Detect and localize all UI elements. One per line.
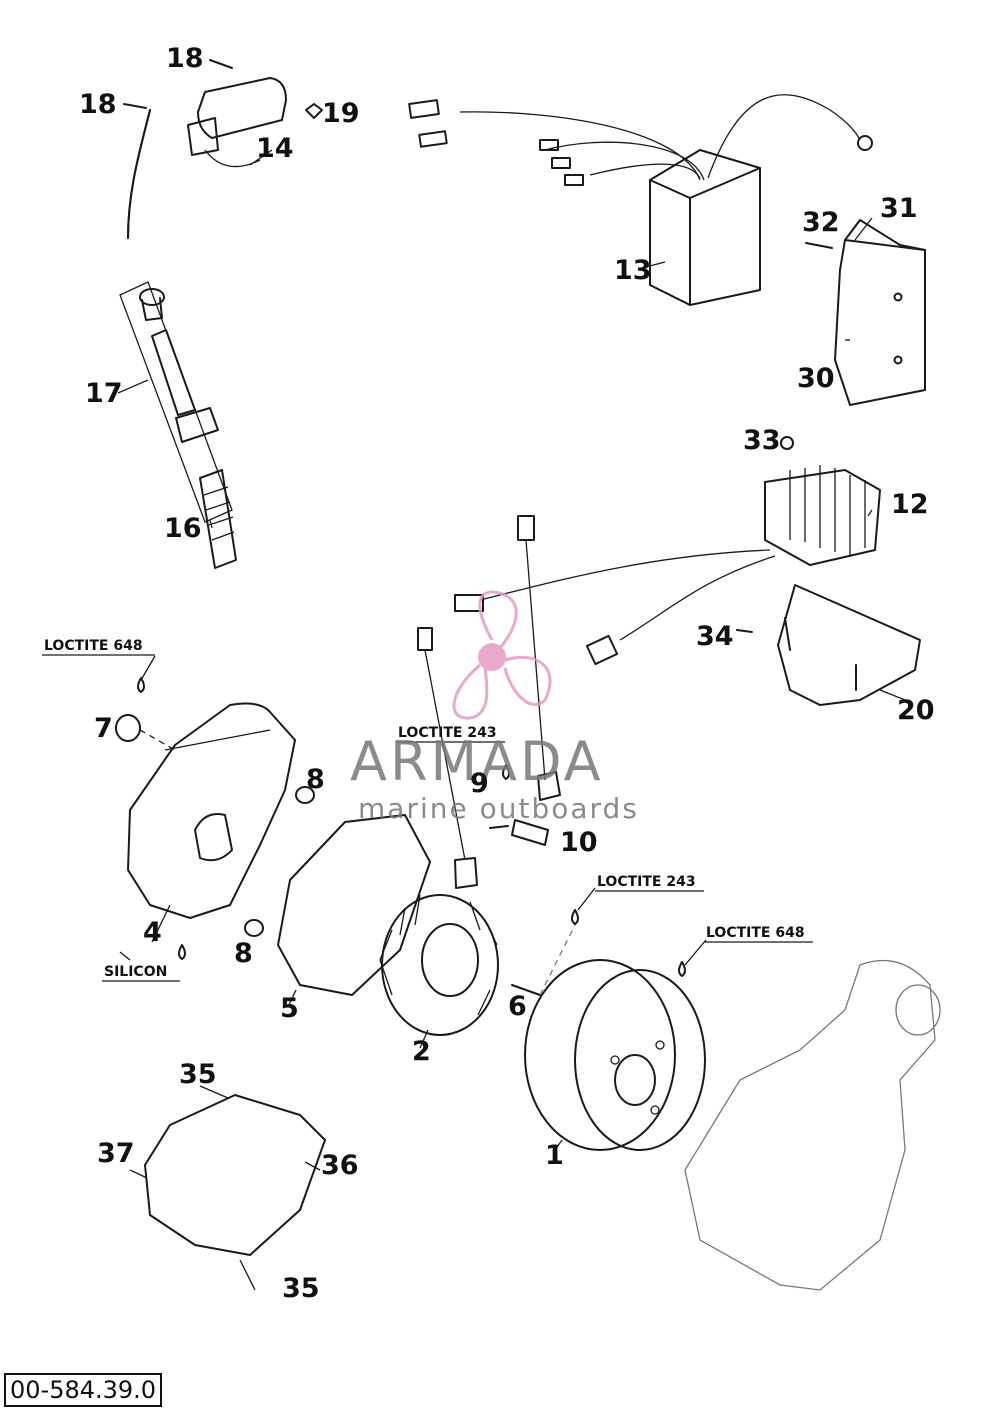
- note-loctite243-right: LOCTITE 243: [597, 874, 696, 890]
- note-silicon: SILICON: [104, 964, 167, 980]
- cdi-bracket-part: [805, 219, 926, 406]
- callout-32: 32: [802, 207, 840, 238]
- drop-icon: [502, 764, 510, 780]
- document-number: 00-584.39.0: [4, 1373, 163, 1407]
- callout-35: 35: [282, 1273, 320, 1304]
- crankcase-gasket-part: [144, 1094, 326, 1256]
- callout-2: 2: [412, 1036, 431, 1067]
- callout-18: 18: [79, 89, 117, 120]
- callout-1: 1: [545, 1140, 564, 1171]
- flywheel-part: [511, 924, 706, 1151]
- callout-34: 34: [696, 621, 734, 652]
- callout-36: 36: [321, 1150, 359, 1181]
- callout-5: 5: [280, 993, 299, 1024]
- callout-13: 13: [614, 255, 652, 286]
- callout-6: 6: [508, 991, 527, 1022]
- callout-20: 20: [897, 695, 935, 726]
- callout-8: 8: [306, 764, 325, 795]
- drop-icon: [678, 961, 686, 977]
- ignition-coil-part: [123, 59, 323, 239]
- callout-8: 8: [234, 938, 253, 969]
- drop-icon: [571, 909, 579, 925]
- assembly-notes: LOCTITE 648 LOCTITE 243 LOCTITE 243 LOCT…: [42, 638, 813, 982]
- callout-33: 33: [743, 425, 781, 456]
- leader-lines: [117, 149, 906, 1291]
- note-loctite648-right: LOCTITE 648: [706, 925, 805, 941]
- note-loctite243-mid: LOCTITE 243: [398, 725, 497, 741]
- callout-37: 37: [97, 1138, 135, 1169]
- callout-7: 7: [94, 713, 113, 744]
- callouts: 18 18 19 14 13 32 31 30 17 16 33 12 34 2…: [79, 43, 935, 1304]
- drop-icon: [137, 677, 145, 693]
- watermark-brand: ARMADA: [350, 730, 604, 793]
- callout-4: 4: [143, 917, 162, 948]
- armada-watermark: ARMADA marine outboards: [350, 590, 639, 825]
- voltage-regulator-part: [454, 436, 921, 706]
- stator-part: [379, 894, 499, 1036]
- ignition-cover-part: [115, 702, 315, 937]
- spark-plug-cap-part: [119, 281, 237, 569]
- drop-icon: [178, 944, 186, 960]
- callout-10: 10: [560, 827, 598, 858]
- note-loctite648-top: LOCTITE 648: [44, 638, 143, 654]
- callout-12: 12: [891, 489, 929, 520]
- callout-35: 35: [179, 1059, 217, 1090]
- propeller-logo-icon: [452, 590, 552, 720]
- callout-18: 18: [166, 43, 204, 74]
- cover-gasket-part: [277, 814, 431, 996]
- callout-30: 30: [797, 363, 835, 394]
- callout-31: 31: [880, 193, 918, 224]
- crankcase-outline: [684, 959, 936, 1291]
- callout-16: 16: [164, 513, 202, 544]
- adhesive-drop-icons: [137, 677, 686, 977]
- callout-19: 19: [322, 98, 360, 129]
- cdi-unit-part: [408, 94, 873, 306]
- callout-17: 17: [85, 378, 123, 409]
- watermark-tagline: marine outboards: [358, 792, 639, 825]
- callout-14: 14: [256, 133, 294, 164]
- pulse-generator-wiring: [417, 515, 561, 889]
- callout-9: 9: [470, 768, 489, 799]
